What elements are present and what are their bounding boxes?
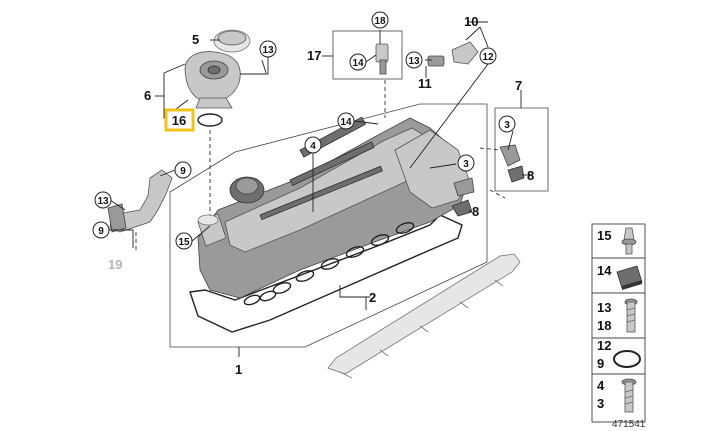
callout-9-bottom-text: 9: [98, 226, 104, 237]
oil-pressure-sensor: [375, 43, 389, 75]
panel-row-12-top: 12: [597, 338, 611, 353]
callout-13-hose: 13: [94, 191, 112, 209]
label-19: 19: [108, 257, 122, 272]
fuel-rail: [327, 253, 521, 379]
bolt-15-icon: [621, 227, 637, 255]
label-1: 1: [235, 362, 242, 377]
dashed-lines: [135, 80, 506, 250]
fasteners-panel: 15 14 13 18 12 9 4 3: [591, 223, 646, 423]
callout-13-top: 13: [259, 40, 277, 58]
callout-9-bottom: 9: [92, 221, 110, 239]
bolt-4-icon: [621, 378, 637, 413]
connector-14-icon: [616, 265, 643, 290]
highlight-16: 16: [164, 108, 195, 132]
callout-3-mid: 3: [457, 154, 475, 172]
callout-15: 15: [175, 232, 193, 250]
label-5: 5: [192, 32, 199, 47]
vent-hose: [107, 169, 173, 233]
screw-13-icon: [624, 298, 638, 333]
callout-3-right-text: 3: [504, 120, 510, 131]
label-17: 17: [307, 48, 321, 63]
panel-row-18-bottom: 18: [597, 318, 611, 333]
callout-18: 18: [371, 11, 389, 29]
callout-14-mid-text: 14: [340, 117, 352, 128]
callout-13-sensor-text: 13: [408, 56, 420, 67]
bracket-part-8: [451, 144, 525, 217]
callout-9-top-text: 9: [180, 166, 186, 177]
leader-lines: [108, 21, 530, 357]
callout-15-text: 15: [178, 237, 190, 248]
callout-9-top: 9: [174, 161, 192, 179]
callout-13-hose-text: 13: [97, 196, 109, 207]
panel-row-13-top: 13: [597, 300, 611, 315]
callout-13-sensor: 13: [405, 51, 423, 69]
callout-14-mid: 14: [337, 112, 355, 130]
label-11: 11: [418, 76, 432, 91]
callout-3-mid-text: 3: [463, 159, 469, 170]
callout-12-text: 12: [482, 52, 494, 63]
oil-filler-cap: [184, 29, 251, 127]
label-7: 7: [515, 78, 522, 93]
callout-18-text: 18: [374, 16, 386, 27]
bracket-7-frame: [494, 107, 549, 192]
label-6: 6: [144, 88, 151, 103]
callout-3-right: 3: [498, 115, 516, 133]
callout-12: 12: [479, 47, 497, 65]
diagram-number: 471541: [612, 419, 646, 430]
vanos-connector: [427, 41, 479, 67]
callout-14-top: 14: [349, 53, 367, 71]
panel-row-4-top: 4: [597, 378, 605, 393]
label-8-mid: 8: [472, 204, 479, 219]
panel-row-15-top: 15: [597, 228, 611, 243]
panel-row-3-bottom: 3: [597, 396, 604, 411]
o-ring-12-icon: [613, 350, 641, 368]
label-10: 10: [464, 14, 478, 29]
cylinder-head-cover: [189, 116, 471, 333]
sensor-17-frame: [332, 30, 403, 80]
callout-13-top-text: 13: [262, 45, 274, 56]
label-16: 16: [172, 113, 186, 128]
main-assembly-frame: [169, 103, 488, 348]
label-8-right: 8: [527, 168, 534, 183]
label-2: 2: [369, 290, 376, 305]
callout-4: 4: [304, 136, 322, 154]
callout-14-top-text: 14: [352, 58, 364, 69]
callout-4-text: 4: [310, 141, 316, 152]
panel-row-9-bottom: 9: [597, 356, 604, 371]
panel-row-14-top: 14: [597, 263, 612, 278]
